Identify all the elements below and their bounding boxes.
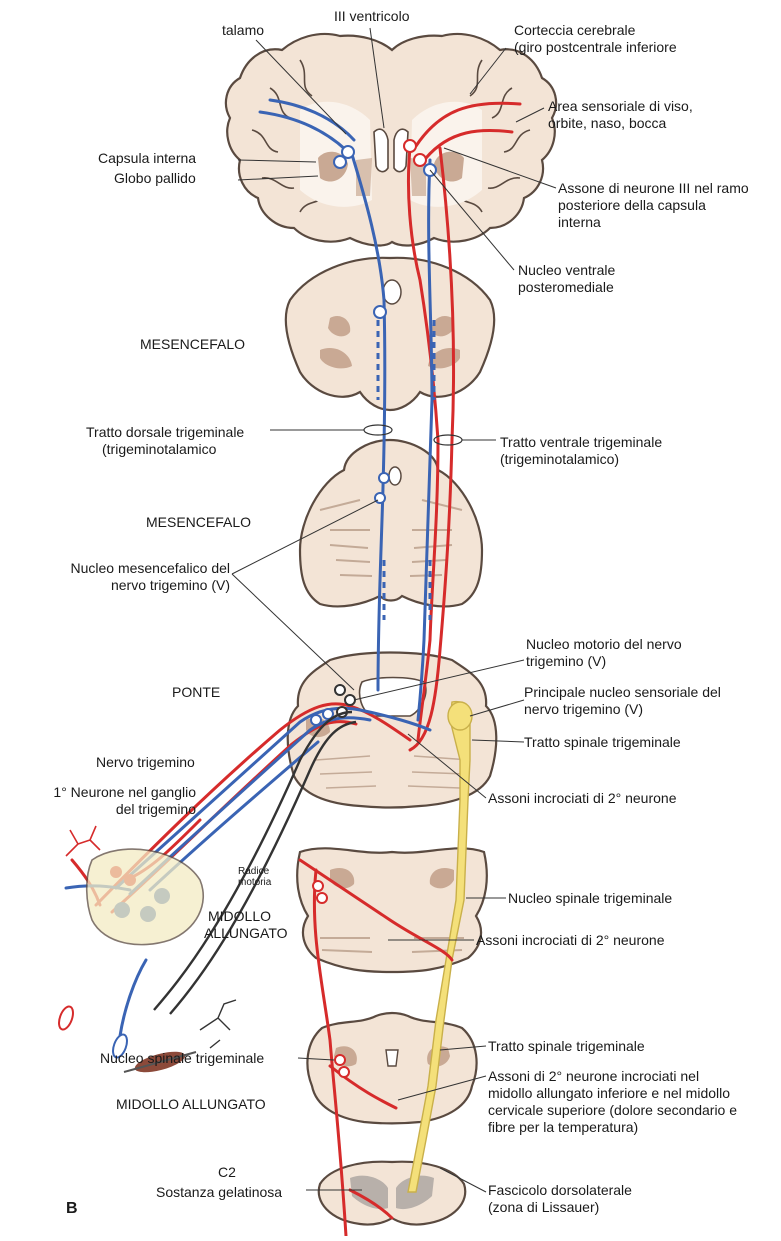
label-fasciculus-line1: Fascicolo dorsolaterale — [488, 1182, 632, 1199]
label-motor-root-line2: motoria — [238, 877, 271, 888]
label-cerebral-cortex-line2: (giro postcentrale inferiore — [514, 39, 677, 56]
label-first-neuron-line2: del trigemino — [10, 801, 196, 818]
label-crossed-axons-pons: Assoni incrociati di 2° neurone — [488, 790, 676, 807]
label-medulla-upper: MIDOLLO ALLUNGATO — [204, 908, 288, 942]
label-vpm-nucleus: Nucleo ventrale posteromediale — [518, 262, 615, 296]
label-motor-nucleus-line2: trigemino (V) — [526, 653, 682, 670]
label-dorsolateral-fasciculus: Fascicolo dorsolaterale (zona di Lissaue… — [488, 1182, 632, 1216]
label-trigeminal-nerve: Nervo trigemino — [96, 754, 195, 771]
label-fasciculus-line2: (zona di Lissauer) — [488, 1199, 632, 1216]
label-crossed-axons-medulla: Assoni incrociati di 2° neurone — [476, 932, 664, 949]
label-mesencephalon-upper: MESENCEFALO — [140, 336, 245, 353]
label-sensory-area: Area sensoriale di viso, orbite, naso, b… — [548, 98, 693, 132]
label-axon-line3: interna — [558, 214, 749, 231]
label-axon-line1: Assone di neurone III nel ramo — [558, 180, 749, 197]
label-mesenc-nucleus-line2: nervo trigemino (V) — [30, 577, 230, 594]
label-talamo: talamo — [222, 22, 264, 39]
label-substantia-gelatinosa: Sostanza gelatinosa — [156, 1184, 282, 1201]
label-second-neuron-line1: Assoni di 2° neurone incrociati nel — [488, 1068, 737, 1085]
mesencephalon-lower-section — [300, 440, 482, 606]
label-mesencephalic-nucleus: Nucleo mesencefalico del nervo trigemino… — [30, 560, 230, 594]
label-mesencephalon-lower: MESENCEFALO — [146, 514, 251, 531]
label-pons: PONTE — [172, 684, 220, 701]
label-motor-nucleus-line1: Nucleo motorio del nervo — [526, 636, 682, 653]
label-axon-neuron-iii: Assone di neurone III nel ramo posterior… — [558, 180, 749, 231]
label-ventral-trigeminal-tract: Tratto ventrale trigeminale (trigeminota… — [500, 434, 662, 468]
label-cerebral-cortex: Corteccia cerebrale (giro postcentrale i… — [514, 22, 677, 56]
trigeminal-ganglion — [87, 849, 204, 945]
label-axon-line2: posteriore della capsula — [558, 197, 749, 214]
label-dorsal-trigeminal-tract: Tratto dorsale trigeminale (trigeminotal… — [86, 424, 244, 458]
label-principal-line1: Principale nucleo sensoriale del — [524, 684, 721, 701]
mesencephalon-upper-section — [286, 258, 494, 410]
dorsal-tract-oval — [364, 425, 392, 435]
label-globus-pallidus: Globo pallido — [114, 170, 196, 187]
label-sensory-area-line2: orbite, naso, bocca — [548, 115, 693, 132]
label-mesenc-nucleus-line1: Nucleo mesencefalico del — [30, 560, 230, 577]
label-ventral-line2: (trigeminotalamico) — [500, 451, 662, 468]
label-third-ventricle: III ventricolo — [334, 8, 409, 25]
label-second-neuron-line4: fibre per la temperatura) — [488, 1119, 737, 1136]
label-internal-capsule: Capsula interna — [98, 150, 196, 167]
label-principal-sensory-nucleus: Principale nucleo sensoriale del nervo t… — [524, 684, 721, 718]
label-spinal-trigeminal-nucleus-lower: Nucleo spinale trigeminale — [100, 1050, 264, 1067]
label-second-neuron-axons: Assoni di 2° neurone incrociati nel mido… — [488, 1068, 737, 1136]
label-principal-line2: nervo trigemino (V) — [524, 701, 721, 718]
label-c2: C2 — [218, 1164, 236, 1181]
panel-letter: B — [66, 1200, 78, 1217]
label-cerebral-cortex-line1: Corteccia cerebrale — [514, 22, 677, 39]
label-vpm-line2: posteromediale — [518, 279, 615, 296]
label-first-neuron: 1° Neurone nel ganglio del trigemino — [10, 784, 196, 818]
label-medulla-lower: MIDOLLO ALLUNGATO — [116, 1096, 266, 1113]
label-motor-root-line1: Radice — [238, 866, 271, 877]
label-first-neuron-line1: 1° Neurone nel ganglio — [10, 784, 196, 801]
label-vpm-line1: Nucleo ventrale — [518, 262, 615, 279]
label-second-neuron-line3: cervicale superiore (dolore secondario e — [488, 1102, 737, 1119]
label-motor-nucleus: Nucleo motorio del nervo trigemino (V) — [526, 636, 682, 670]
label-medulla-upper-line2: ALLUNGATO — [204, 925, 288, 942]
label-spinal-trigeminal-tract-lower: Tratto spinale trigeminale — [488, 1038, 645, 1055]
label-motor-root: Radice motoria — [238, 866, 271, 888]
label-ventral-line1: Tratto ventrale trigeminale — [500, 434, 662, 451]
label-dorsal-line2: (trigeminotalamico — [86, 441, 244, 458]
label-sensory-area-line1: Area sensoriale di viso, — [548, 98, 693, 115]
label-dorsal-line1: Tratto dorsale trigeminale — [86, 424, 244, 441]
label-medulla-upper-line1: MIDOLLO — [204, 908, 288, 925]
label-spinal-trigeminal-nucleus-upper: Nucleo spinale trigeminale — [508, 890, 672, 907]
label-second-neuron-line2: midollo allungato inferiore e nel midoll… — [488, 1085, 737, 1102]
brain-coronal-section — [226, 34, 556, 246]
label-spinal-trigeminal-tract-upper: Tratto spinale trigeminale — [524, 734, 681, 751]
principal-sensory-nucleus — [448, 702, 472, 730]
